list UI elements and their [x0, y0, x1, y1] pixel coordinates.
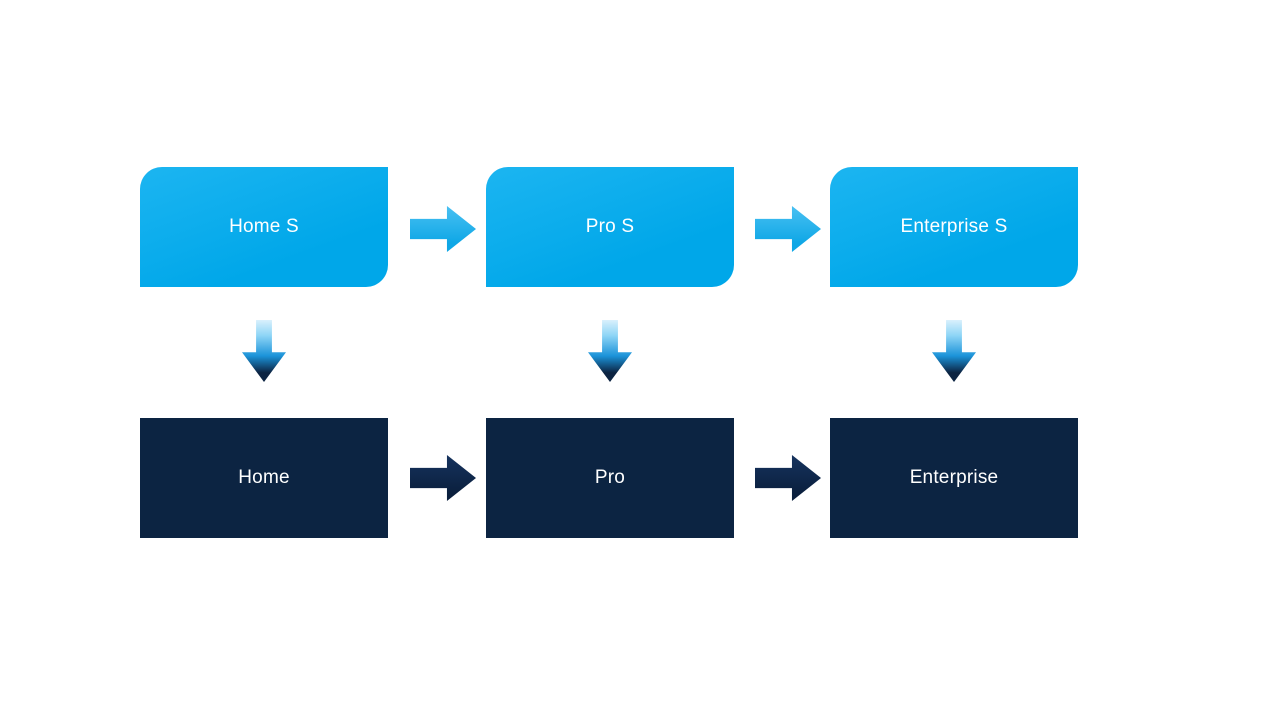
box-home-s: Home S — [140, 167, 388, 287]
box-pro-s: Pro S — [486, 167, 734, 287]
box-pro: Pro — [486, 418, 734, 538]
down-arrow-icon — [932, 320, 976, 382]
down-arrow-icon — [588, 320, 632, 382]
right-arrow-icon — [410, 206, 476, 252]
box-home: Home — [140, 418, 388, 538]
right-arrow-icon — [410, 455, 476, 501]
down-arrow-icon — [242, 320, 286, 382]
box-label: Home S — [229, 216, 299, 237]
box-label: Pro S — [585, 216, 635, 237]
box-label: Pro — [594, 467, 626, 488]
box-enterprise: Enterprise — [830, 418, 1078, 538]
box-label: Enterprise S — [900, 216, 1008, 237]
right-arrow-icon — [755, 206, 821, 252]
box-label: Enterprise — [909, 467, 999, 488]
right-arrow-icon — [755, 455, 821, 501]
box-label: Home — [238, 467, 290, 488]
box-enterprise-s: Enterprise S — [830, 167, 1078, 287]
